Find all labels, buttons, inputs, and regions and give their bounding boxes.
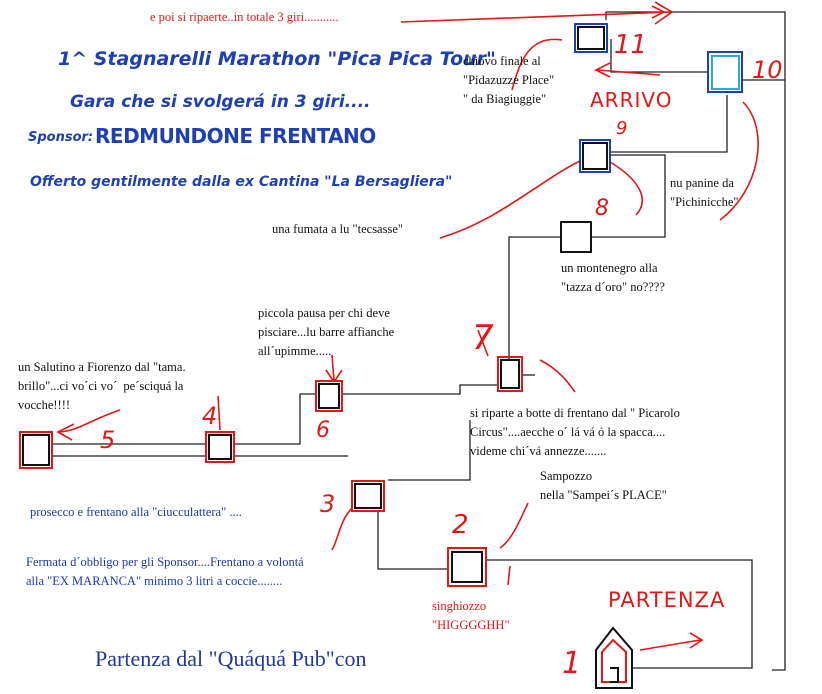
arrow-sampozzo (499, 502, 529, 549)
arrow-to-11 (594, 62, 661, 78)
stop-11-box (574, 23, 608, 53)
arrow-singhiozzo (507, 565, 511, 586)
note-chiovo: chiovo finale al "Pidazuzze Place" " da … (463, 54, 555, 106)
red-arrows (56, 1, 759, 651)
stop-4-box (205, 431, 235, 463)
stop-number-6: 6 (316, 418, 330, 443)
stop-8-box (560, 221, 592, 253)
stop-5-box (19, 431, 53, 469)
stop-number-9: 9 (616, 118, 628, 139)
stop-boxes (19, 23, 743, 689)
stop-number-7: 7 (472, 318, 494, 358)
note-singhiozzo: singhiozzo "HIGGGGHH" (432, 599, 510, 632)
note-riparte: si riparte a botte di frentano dal " Pic… (470, 406, 680, 458)
stop-number-8: 8 (595, 196, 609, 221)
arrow-to-fumata (439, 159, 583, 239)
footer-text: Partenza dal "Quáquá Pub"con (95, 646, 367, 671)
stop-6-box (315, 380, 343, 412)
note-fumata: una fumata a lu "tecsasse" (272, 222, 403, 236)
note-salutino: un Salutino a Fiorenzo dal "tama. brillo… (18, 360, 186, 412)
note-prosecco: prosecco e frentano alla "ciucculattera"… (30, 505, 242, 519)
arrow-10-curve (719, 101, 759, 221)
stop-2-box (447, 547, 487, 587)
sponsor-name: REDMUNDONE FRENTANO (95, 124, 376, 148)
arrow-riparte (539, 359, 576, 393)
arrow-top-left (400, 1, 674, 25)
stop-number-11: 11 (614, 30, 648, 60)
partenza-label: PARTENZA (608, 588, 726, 612)
stop-number-1: 1 (562, 646, 582, 681)
stop-7-box (497, 356, 523, 392)
note-panine: nu panine da "Pichinicche" (670, 176, 739, 209)
stop-number-4: 4 (202, 402, 218, 430)
arrow-to-salutino (56, 409, 121, 441)
title-line-2: Gara che si svolgerá in 3 giri.... (70, 92, 371, 112)
stop-number-2: 2 (452, 510, 469, 540)
sponsor-label: Sponsor: (28, 130, 94, 145)
start-house (595, 626, 633, 689)
arrow-11-curve (511, 38, 563, 91)
stop-number-3: 3 (320, 490, 336, 518)
arrow-partenza (639, 632, 704, 651)
arrow-4 (217, 395, 221, 431)
title-line-1: 1^ Stagnarelli Marathon "Pica Pica Tour" (58, 48, 496, 70)
stop-9-box (579, 139, 611, 173)
arrow-3 (331, 507, 353, 551)
note-pausa: piccola pausa per chi deve pisciare...lu… (258, 306, 395, 358)
title-line-4: Offerto gentilmente dalla ex Cantina "La… (30, 174, 453, 190)
arrivo-label: ARRIVO (590, 88, 673, 112)
note-fermata: Fermata d´obbligo per gli Sponsor....Fre… (26, 555, 304, 588)
arrow-9-curve (609, 161, 643, 216)
arrow-7 (477, 329, 489, 357)
stop-10-box (707, 51, 743, 93)
stop-number-5: 5 (100, 426, 116, 454)
note-montenegro: un montenegro alla "tazza d´oro" no???? (561, 261, 665, 294)
top-note: e poi si ripaerte..in totale 3 giri.....… (150, 10, 339, 24)
stop-number-10: 10 (752, 56, 783, 84)
note-sampozzo: Sampozzo nella "Sampei´s PLACE" (540, 469, 667, 502)
stop-3-box (351, 480, 385, 512)
